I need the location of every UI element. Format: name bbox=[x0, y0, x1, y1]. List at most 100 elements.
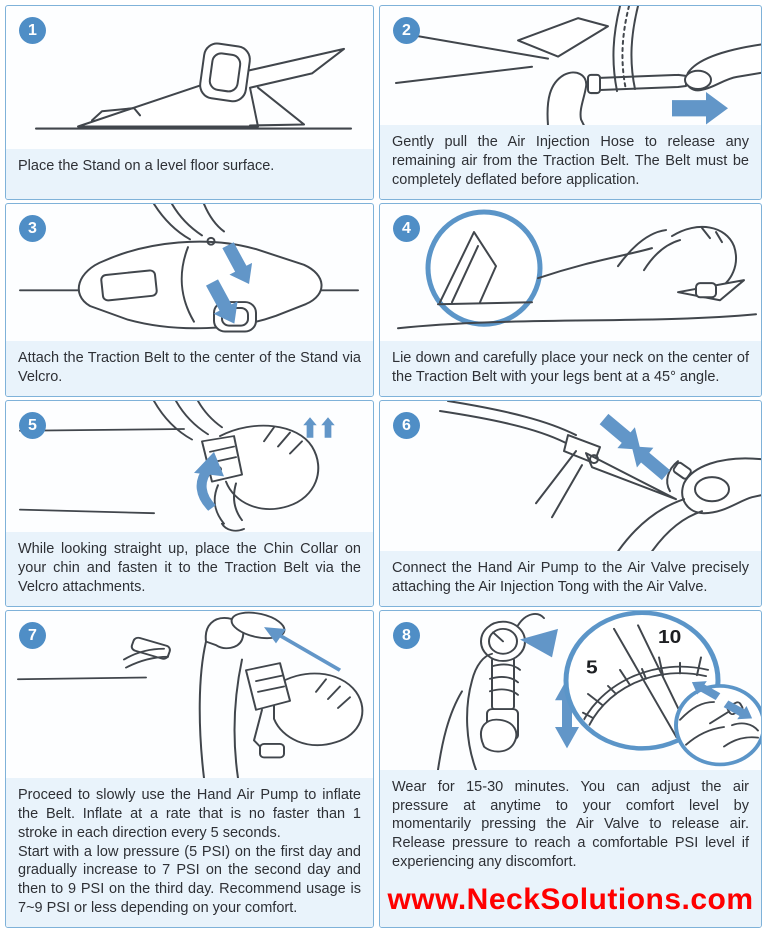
step-5-caption: While looking straight up, place the Chi… bbox=[6, 532, 373, 606]
tong-upper-jaw bbox=[585, 452, 677, 501]
small-gauge-needle bbox=[492, 631, 504, 643]
stand-ring-outer bbox=[199, 42, 251, 103]
step-number: 3 bbox=[28, 220, 37, 237]
step-number: 1 bbox=[28, 22, 37, 39]
floor-curve bbox=[397, 313, 757, 330]
motion-arrow-head bbox=[264, 627, 286, 644]
step-1-caption: Place the Stand on a level floor surface… bbox=[6, 149, 373, 199]
hair-lines bbox=[315, 678, 351, 709]
dial-needle bbox=[613, 627, 687, 746]
collar-straps bbox=[255, 674, 285, 693]
stand-foot bbox=[91, 107, 141, 122]
thumb-hand bbox=[546, 71, 588, 126]
step-8-caption: Wear for 15-30 minutes. You can adjust t… bbox=[380, 769, 761, 881]
dial-label-10: 10 bbox=[658, 627, 681, 648]
lie-down-illustration bbox=[380, 204, 761, 341]
thumb-below bbox=[221, 522, 245, 532]
step-panel-4: 4 Lie down and carefully place your neck… bbox=[379, 203, 762, 397]
lower-fingers bbox=[617, 498, 703, 552]
arm-lines bbox=[617, 229, 681, 272]
hand-fingers bbox=[489, 663, 521, 696]
tong-pivot bbox=[589, 454, 599, 465]
hose-connector bbox=[587, 73, 601, 95]
strap-line bbox=[630, 6, 639, 91]
torso-line bbox=[537, 247, 653, 280]
lower-fist bbox=[480, 718, 518, 753]
lower-hand-fingers bbox=[123, 647, 169, 669]
pressure-gauge-illustration: 5 10 bbox=[380, 611, 761, 770]
dial-arc-inner bbox=[585, 672, 707, 734]
chin-collar bbox=[245, 662, 291, 711]
belt-edge-line bbox=[395, 31, 549, 60]
background-line bbox=[19, 428, 185, 432]
step-panel-6: 6 Connect the Hand Air Pump to the Air V… bbox=[379, 400, 762, 607]
head-outline bbox=[273, 672, 364, 747]
step-5-number-badge: 5 bbox=[19, 412, 46, 439]
step-number: 7 bbox=[28, 627, 37, 644]
valve-fingers bbox=[679, 701, 725, 746]
step-number: 8 bbox=[402, 627, 411, 644]
step-8-number-badge: 8 bbox=[393, 622, 420, 649]
wedge-ring bbox=[695, 282, 717, 299]
chin-collar-illustration bbox=[6, 401, 373, 532]
raised-arm bbox=[198, 640, 243, 779]
instruction-sheet: 1 Place the Stand on a level floor surfa… bbox=[5, 5, 762, 928]
air-hose-illustration bbox=[380, 6, 761, 126]
belt-window bbox=[100, 269, 158, 302]
step-panel-3: 3 Attach the Traction Belt to the center… bbox=[5, 203, 374, 397]
air-injection-hose bbox=[599, 73, 687, 92]
hair-lines bbox=[701, 227, 723, 244]
traction-belt bbox=[77, 240, 323, 330]
arrow-right-icon bbox=[672, 92, 728, 125]
stand-illustration bbox=[6, 6, 373, 149]
small-gauge-inner bbox=[488, 627, 518, 655]
step-4-number-badge: 4 bbox=[393, 215, 420, 242]
step-number: 5 bbox=[28, 417, 37, 434]
holding-hand bbox=[437, 652, 493, 770]
step-panel-2: 2 Gently pull the Air Injection Hose to … bbox=[379, 5, 762, 200]
bent-legs bbox=[439, 231, 497, 304]
stand-rear-leg bbox=[249, 86, 305, 127]
step-2-caption: Gently pull the Air Injection Hose to re… bbox=[380, 125, 761, 199]
step-7-caption-p2: Start with a low pressure (5 PSI) on the… bbox=[18, 843, 361, 917]
fingertip bbox=[684, 69, 712, 91]
step-7-number-badge: 7 bbox=[19, 622, 46, 649]
step-number: 4 bbox=[402, 220, 411, 237]
gauge-hose bbox=[517, 613, 545, 627]
connect-pump-illustration bbox=[380, 401, 761, 552]
step-6-number-badge: 6 bbox=[393, 412, 420, 439]
step-2-number-badge: 2 bbox=[393, 17, 420, 44]
pump-hose bbox=[439, 401, 577, 447]
inflate-illustration bbox=[6, 611, 373, 779]
step-4-caption: Lie down and carefully place your neck o… bbox=[380, 341, 761, 396]
fingertip bbox=[694, 476, 730, 503]
attach-belt-illustration bbox=[6, 204, 373, 341]
step-panel-8: 8 bbox=[379, 610, 762, 928]
belt-center-seam bbox=[180, 246, 195, 323]
snap-button bbox=[206, 236, 216, 246]
air-valve bbox=[666, 460, 679, 493]
step-panel-7: 7 Proceed to slowly use the Hand Air Pu bbox=[5, 610, 374, 928]
hand-fingers bbox=[153, 401, 223, 441]
inset-floor-line bbox=[437, 301, 533, 306]
stand-ring-inner bbox=[208, 52, 242, 93]
step-1-number-badge: 1 bbox=[19, 17, 46, 44]
website-link[interactable]: www.NeckSolutions.com bbox=[380, 881, 761, 927]
belt-edge-line bbox=[395, 65, 533, 84]
arrow-up-icon bbox=[303, 417, 317, 438]
strap-stitch bbox=[621, 6, 630, 92]
step-number: 6 bbox=[402, 417, 411, 434]
tong-lower-handle bbox=[535, 450, 583, 519]
background-line bbox=[19, 508, 155, 515]
floor-line bbox=[17, 676, 147, 681]
knees-inset-circle bbox=[425, 209, 543, 327]
head-outline bbox=[671, 226, 737, 292]
motion-arrow-shaft bbox=[276, 632, 342, 672]
magnifier-pointer bbox=[520, 628, 558, 658]
strap-ring bbox=[259, 743, 285, 759]
dial-face bbox=[569, 624, 709, 746]
step-panel-1: 1 Place the Stand on a level floor surfa… bbox=[5, 5, 374, 200]
valve-thumb bbox=[723, 722, 759, 748]
step-3-number-badge: 3 bbox=[19, 215, 46, 242]
dial-label-5: 5 bbox=[586, 657, 598, 678]
